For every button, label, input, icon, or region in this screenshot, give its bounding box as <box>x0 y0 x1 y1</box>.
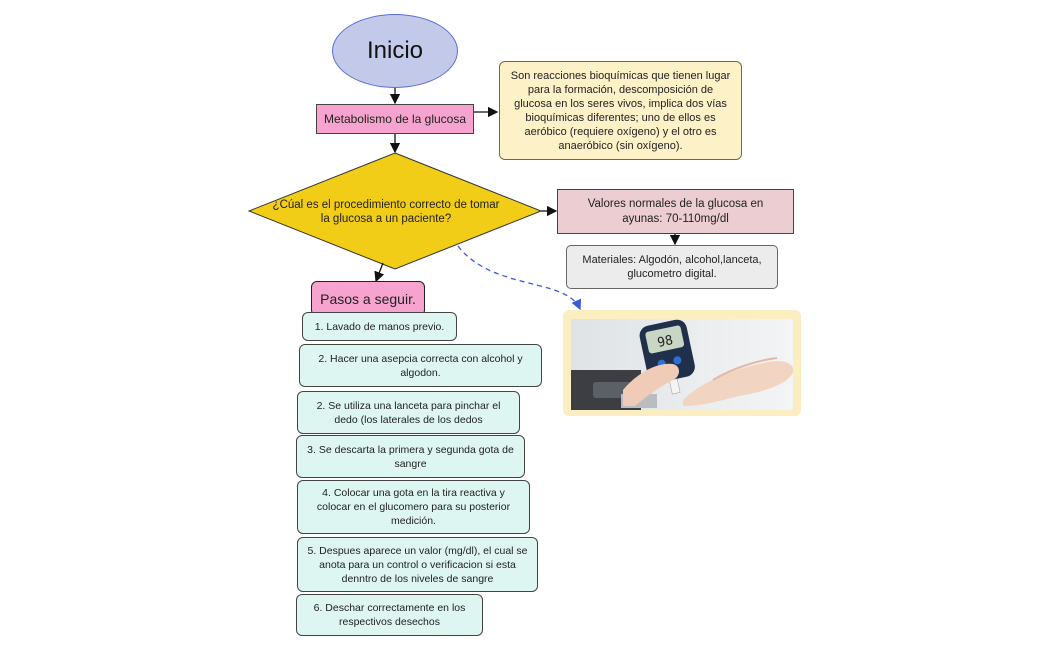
step-text: 3. Se descarta la primera y segunda gota… <box>307 443 514 470</box>
step-text: 2. Hacer una asepcia correcta con alcoho… <box>318 352 523 379</box>
metabolism-node: Metabolismo de la glucosa <box>316 104 474 134</box>
question-node: ¿Cúal es el procedimiento correcto de to… <box>268 191 504 233</box>
step-node: 1. Lavado de manos previo. <box>302 312 457 341</box>
materials-node: Materiales: Algodón, alcohol,lanceta, gl… <box>566 245 778 289</box>
start-node: Inicio <box>332 14 458 88</box>
steps-header-label: Pasos a seguir. <box>320 290 416 307</box>
question-diamond <box>247 152 543 270</box>
definition-node: Son reacciones bioquímicas que tienen lu… <box>499 61 742 160</box>
step-node: 2. Se utiliza una lanceta para pinchar e… <box>297 391 520 434</box>
step-text: 1. Lavado de manos previo. <box>314 320 445 333</box>
normal-values-text: Valores normales de la glucosa en ayunas… <box>587 197 764 225</box>
step-text: 4. Colocar una gota en la tira reactiva … <box>316 487 511 527</box>
step-node: 2. Hacer una asepcia correcta con alcoho… <box>299 344 542 387</box>
step-node: 5. Despues aparece un valor (mg/dl), el … <box>297 537 538 592</box>
materials-text: Materiales: Algodón, alcohol,lanceta, gl… <box>582 254 762 280</box>
dashed-arrow-to-photo <box>457 245 582 311</box>
glucometer-reading: 98 <box>656 333 674 351</box>
arrow-question-to-steps <box>374 262 385 283</box>
step-text: 5. Despues aparece un valor (mg/dl), el … <box>307 544 528 585</box>
glucometer-device: 98 <box>639 319 695 395</box>
step-node: 6. Deschar correctamente en los respecti… <box>296 594 483 636</box>
step-node: 4. Colocar una gota en la tira reactiva … <box>297 480 530 534</box>
step-text: 2. Se utiliza una lanceta para pinchar e… <box>316 399 501 426</box>
metabolism-label: Metabolismo de la glucosa <box>323 112 467 126</box>
definition-text: Son reacciones bioquímicas que tienen lu… <box>510 69 731 152</box>
glucometer-photo-frame: 98 <box>563 310 801 416</box>
step-text: 6. Deschar correctamente en los respecti… <box>313 602 466 628</box>
step-node: 3. Se descarta la primera y segunda gota… <box>296 435 525 478</box>
question-text: ¿Cúal es el procedimiento correcto de to… <box>272 199 500 225</box>
steps-header-node: Pasos a seguir. <box>311 281 425 316</box>
normal-values-node: Valores normales de la glucosa en ayunas… <box>557 189 794 234</box>
start-label: Inicio <box>366 37 424 64</box>
glucometer-photo: 98 <box>571 319 794 410</box>
